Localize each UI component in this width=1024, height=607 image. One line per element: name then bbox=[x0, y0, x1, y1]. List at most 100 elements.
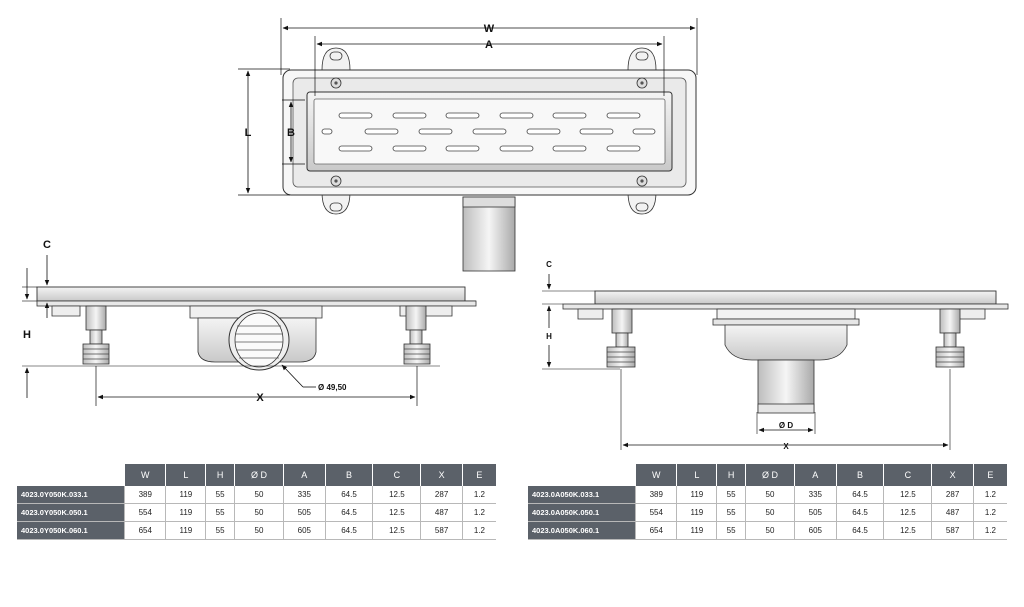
table-cell: 119 bbox=[676, 486, 717, 504]
cover-plate-right bbox=[594, 290, 997, 305]
table-cell: 654 bbox=[123, 521, 166, 540]
column-header: X bbox=[420, 464, 463, 486]
top-view: W A L B bbox=[238, 18, 698, 272]
grate-slots bbox=[321, 112, 656, 152]
table-cell: 287 bbox=[420, 486, 463, 504]
dim-x-label-right: X bbox=[783, 442, 789, 451]
table-cell: 487 bbox=[420, 503, 463, 522]
table-cell: 50 bbox=[233, 503, 284, 522]
dim-l-label: L bbox=[245, 127, 252, 139]
table-cell: 505 bbox=[283, 503, 326, 522]
table-cell: 119 bbox=[676, 503, 717, 522]
cover-plate bbox=[36, 286, 466, 302]
product-code: 4023.0A050K.050.1 bbox=[528, 503, 636, 522]
dim-diameter-label: Ø 49,50 bbox=[318, 383, 347, 392]
table-cell: 335 bbox=[794, 486, 837, 504]
product-code: 4023.0Y050K.060.1 bbox=[17, 521, 125, 540]
side-view-right: C H Ø D X bbox=[542, 260, 1009, 451]
dim-b-label: B bbox=[287, 127, 295, 139]
column-header: B bbox=[324, 464, 373, 486]
table-cell: 50 bbox=[744, 521, 795, 540]
column-header: A bbox=[794, 464, 837, 486]
dim-c-label: C bbox=[43, 239, 51, 251]
table-cell: 587 bbox=[420, 521, 463, 540]
table-cell: 64.5 bbox=[324, 521, 373, 540]
table-cell: 55 bbox=[716, 503, 746, 522]
table-cell: 389 bbox=[123, 486, 166, 504]
product-code: 4023.0Y050K.050.1 bbox=[17, 503, 125, 522]
table-cell: 64.5 bbox=[324, 503, 373, 522]
table-cell: 55 bbox=[716, 521, 746, 540]
table-cell: 12.5 bbox=[883, 503, 932, 522]
table-cell: 55 bbox=[205, 486, 235, 504]
table-cell: 1.2 bbox=[461, 503, 496, 522]
column-header: B bbox=[835, 464, 884, 486]
dim-diameter-label-right: Ø D bbox=[779, 421, 793, 430]
screw-icon bbox=[330, 77, 648, 187]
table-cell: 12.5 bbox=[372, 486, 421, 504]
table-cell: 12.5 bbox=[372, 503, 421, 522]
table-cell: 55 bbox=[205, 503, 235, 522]
table-cell: 554 bbox=[634, 503, 677, 522]
dim-a-label: A bbox=[485, 39, 493, 51]
product-code: 4023.0Y050K.033.1 bbox=[17, 486, 125, 504]
table-cell: 1.2 bbox=[972, 486, 1007, 504]
dim-h-label-right: H bbox=[546, 332, 552, 341]
dim-c-label-right: C bbox=[546, 260, 552, 269]
table-cell: 1.2 bbox=[972, 521, 1007, 540]
column-header: L bbox=[165, 464, 206, 486]
table-cell: 50 bbox=[744, 486, 795, 504]
table-cell: 1.2 bbox=[461, 521, 496, 540]
table-cell: 50 bbox=[233, 486, 284, 504]
table-cell: 605 bbox=[794, 521, 837, 540]
column-header: H bbox=[205, 464, 235, 486]
table-cell: 50 bbox=[744, 503, 795, 522]
column-header: Ø D bbox=[744, 464, 795, 486]
column-header: E bbox=[972, 464, 1007, 486]
column-header: C bbox=[883, 464, 932, 486]
dim-x-label: X bbox=[256, 392, 264, 404]
table-cell: 654 bbox=[634, 521, 677, 540]
column-header: Ø D bbox=[233, 464, 284, 486]
table-cell: 12.5 bbox=[883, 521, 932, 540]
table-cell: 119 bbox=[165, 486, 206, 504]
table-cell: 119 bbox=[165, 503, 206, 522]
column-header: W bbox=[123, 464, 166, 486]
table-cell: 605 bbox=[283, 521, 326, 540]
column-header: L bbox=[676, 464, 717, 486]
outlet-pipe bbox=[462, 196, 516, 272]
product-code: 4023.0A050K.033.1 bbox=[528, 486, 636, 504]
table-cell: 119 bbox=[165, 521, 206, 540]
table-cell: 554 bbox=[123, 503, 166, 522]
table-cell: 505 bbox=[794, 503, 837, 522]
column-header: E bbox=[461, 464, 496, 486]
table-cell: 64.5 bbox=[324, 486, 373, 504]
table-cell: 335 bbox=[283, 486, 326, 504]
column-header: X bbox=[931, 464, 974, 486]
column-header: A bbox=[283, 464, 326, 486]
table-cell: 12.5 bbox=[372, 521, 421, 540]
table-cell: 487 bbox=[931, 503, 974, 522]
table-cell: 55 bbox=[716, 486, 746, 504]
column-header: W bbox=[634, 464, 677, 486]
table-cell: 389 bbox=[634, 486, 677, 504]
table-cell: 64.5 bbox=[835, 503, 884, 522]
table-cell: 50 bbox=[233, 521, 284, 540]
table-cell: 64.5 bbox=[835, 521, 884, 540]
table-cell: 1.2 bbox=[461, 486, 496, 504]
column-header: C bbox=[372, 464, 421, 486]
table-cell: 64.5 bbox=[835, 486, 884, 504]
product-code: 4023.0A050K.060.1 bbox=[528, 521, 636, 540]
table-cell: 12.5 bbox=[883, 486, 932, 504]
table-cell: 119 bbox=[676, 521, 717, 540]
table-cell: 1.2 bbox=[972, 503, 1007, 522]
column-header: H bbox=[716, 464, 746, 486]
